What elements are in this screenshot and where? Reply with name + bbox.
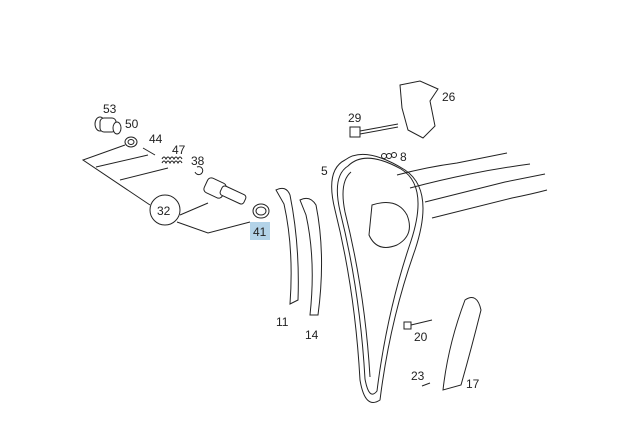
label-32[interactable]: 32 xyxy=(157,204,171,218)
label-5[interactable]: 5 xyxy=(321,164,328,178)
callout-circle-32 xyxy=(149,194,181,226)
part-tensioner[interactable] xyxy=(203,177,247,206)
part-38-ring[interactable] xyxy=(194,166,204,176)
label-17[interactable]: 17 xyxy=(466,377,480,391)
label-8[interactable]: 8 xyxy=(400,150,407,164)
part-11-guide-rail[interactable] xyxy=(275,187,299,305)
label-26[interactable]: 26 xyxy=(442,90,456,104)
part-14-guide-rail[interactable] xyxy=(299,197,323,316)
label-38[interactable]: 38 xyxy=(191,154,205,168)
part-44-pin[interactable] xyxy=(142,147,156,156)
break-lines xyxy=(396,152,548,219)
part-5-timing-chain[interactable] xyxy=(331,153,424,403)
label-14[interactable]: 14 xyxy=(305,328,319,342)
part-26-housing[interactable] xyxy=(399,80,439,139)
leader-lines-32 xyxy=(81,144,251,234)
part-53-boot[interactable] xyxy=(94,116,122,135)
label-23[interactable]: 23 xyxy=(411,369,425,383)
label-53[interactable]: 53 xyxy=(103,102,117,116)
part-8-links[interactable] xyxy=(381,152,397,159)
highlight-41 xyxy=(250,222,270,240)
label-50[interactable]: 50 xyxy=(125,117,139,131)
label-11[interactable]: 11 xyxy=(276,315,289,329)
part-17-guide-rail[interactable] xyxy=(442,297,482,391)
part-50-washer[interactable] xyxy=(124,136,138,148)
label-47[interactable]: 47 xyxy=(172,143,186,157)
part-47-spring[interactable] xyxy=(161,156,183,165)
label-20[interactable]: 20 xyxy=(414,330,428,344)
part-41-seal[interactable] xyxy=(252,203,270,219)
label-44[interactable]: 44 xyxy=(149,132,163,146)
label-41[interactable]: 41 xyxy=(253,225,267,239)
part-20-bolt[interactable] xyxy=(403,319,433,330)
part-23-pin[interactable] xyxy=(421,382,431,387)
label-29[interactable]: 29 xyxy=(348,111,362,125)
part-29-bolt[interactable] xyxy=(349,123,399,138)
